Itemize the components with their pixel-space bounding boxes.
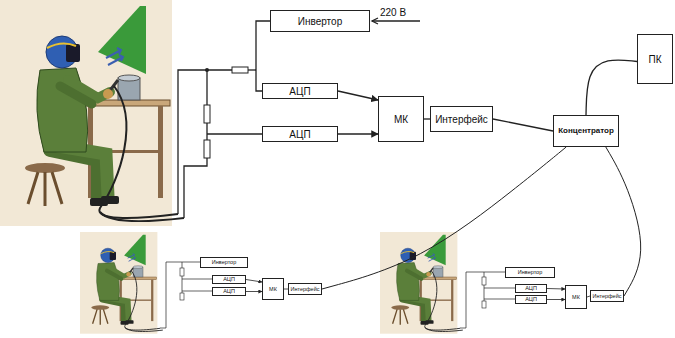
microcontroller-box: МК (565, 285, 587, 309)
wire (248, 69, 256, 70)
divider-resistor (482, 277, 486, 285)
inverter-box: Инвертор (505, 267, 555, 278)
welder-figure (0, 0, 184, 226)
box-label: Интерфейс (593, 293, 622, 299)
adc-box: АЦП (212, 275, 246, 284)
connector (246, 280, 262, 283)
interface-box: Интерфейс (288, 283, 322, 295)
box-label: ПК (648, 54, 661, 65)
mains-line (372, 20, 420, 21)
adc-box: АЦП (262, 83, 338, 99)
wire (160, 262, 200, 328)
divider-resistor (180, 293, 184, 300)
pc-box: ПК (637, 34, 673, 84)
interface-box: Интерфейс (430, 106, 493, 132)
connector (246, 291, 262, 292)
voltage-label: 220 В (380, 7, 406, 18)
mains-arrowhead (372, 18, 378, 24)
wire (460, 272, 505, 328)
connector (547, 299, 565, 300)
microcontroller-box: МК (262, 278, 284, 300)
connector (338, 91, 378, 100)
box-label: Инвертор (298, 16, 342, 27)
connector (547, 288, 565, 290)
welder-figure (380, 232, 463, 334)
adc-box: АЦП (212, 287, 246, 296)
box-label: Интерфейс (291, 286, 320, 292)
box-label: АЦП (289, 129, 310, 140)
shunt-resistor (232, 67, 248, 73)
divider-resistor (204, 140, 210, 158)
wire (207, 133, 262, 134)
wire (178, 70, 232, 214)
box-label: Интерфейс (435, 114, 488, 125)
inverter-box: Инвертор (270, 10, 370, 32)
box-label: Концентратор (558, 127, 614, 136)
box-label: АЦП (223, 288, 235, 294)
box-label: Инвертор (518, 269, 542, 275)
connector (338, 133, 378, 135)
adc-box: АЦП (515, 295, 547, 304)
wire (184, 158, 207, 218)
box-label: АЦП (223, 276, 235, 282)
microcontroller-box: МК (378, 96, 424, 142)
connector (493, 119, 553, 131)
adc-box: АЦП (262, 126, 338, 142)
box-label: АЦП (525, 285, 537, 291)
welder-figure (80, 232, 163, 334)
box-label: АЦП (525, 296, 537, 302)
inverter-box: Инвертор (200, 257, 248, 268)
divider-resistor (204, 105, 210, 123)
connector (606, 147, 641, 296)
box-label: МК (572, 294, 580, 300)
station-wiring (160, 262, 515, 328)
box-label: Инвертор (212, 259, 236, 265)
wire (256, 21, 270, 91)
junction-dot (205, 68, 209, 72)
divider-resistor (180, 268, 184, 276)
box-label: МК (394, 114, 408, 125)
box-label: МК (269, 286, 277, 292)
interface-box: Интерфейс (590, 290, 624, 302)
adc-box: АЦП (515, 284, 547, 293)
divider-resistor (482, 301, 486, 308)
connector (322, 147, 566, 289)
connector (586, 60, 637, 115)
box-label: АЦП (289, 86, 310, 97)
concentrator-box: Концентратор (553, 115, 619, 147)
